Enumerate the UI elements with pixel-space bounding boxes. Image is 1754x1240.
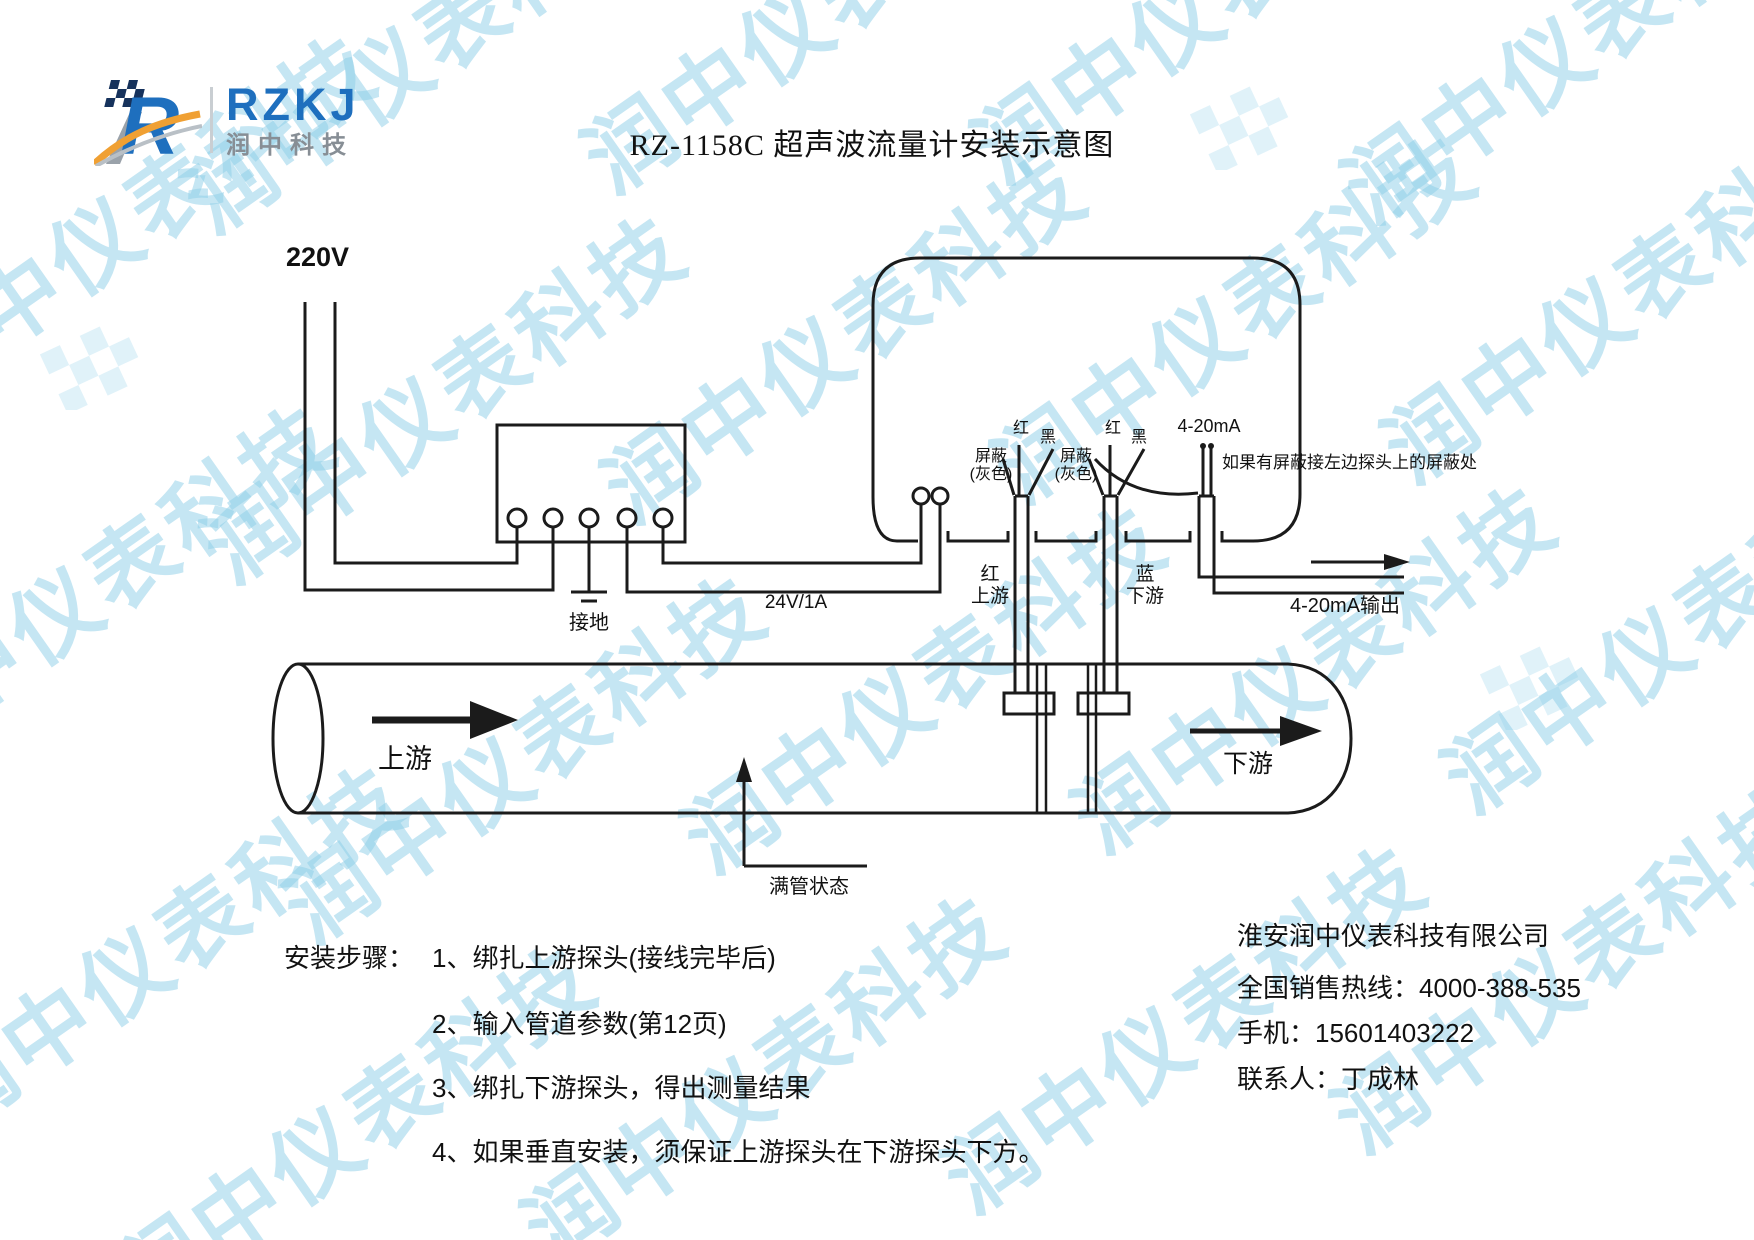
logo-icon: R <box>94 80 202 166</box>
probe1-clamp <box>1002 691 1056 716</box>
converter-box-bottom-seg <box>1034 531 1098 543</box>
probe2-lead-wires <box>1087 445 1146 496</box>
converter-box <box>871 256 1302 543</box>
pipe-body <box>298 662 1353 815</box>
probe1-shield-line1: 屏蔽 <box>974 448 1008 465</box>
probe2-clamp <box>1076 691 1131 716</box>
label-24v: 24V/1A <box>764 592 828 613</box>
label-ground: 接地 <box>569 612 609 634</box>
contact-person: 联系人：丁成林 <box>1237 1064 1420 1094</box>
cable2-color: 蓝 <box>1135 564 1155 585</box>
wire-24v-b <box>661 504 923 565</box>
label-cable2-blue-downstream: 蓝 下游 <box>1126 564 1164 608</box>
shield-jumper-curve <box>1093 457 1199 496</box>
converter-box-bottom-seg <box>946 531 1010 543</box>
label-probe2-black: 黑 <box>1130 429 1148 446</box>
label-probe1-black: 黑 <box>1039 429 1057 446</box>
logo-text-block: RZKJ 润中科技 <box>226 82 360 158</box>
label-420ma-output: 4-20mA输出 <box>1289 595 1401 617</box>
probe-straps <box>1035 664 1098 813</box>
probe1-lead-wires <box>1001 445 1055 496</box>
logo-divider <box>210 87 213 153</box>
converter-box-bottom-seg <box>1124 531 1192 543</box>
label-full-pipe-state: 满管状态 <box>769 876 849 898</box>
step-4: 4、如果垂直安装，须保证上游探头在下游探头下方。 <box>432 1137 1045 1167</box>
label-420ma: 4-20mA <box>1177 416 1241 436</box>
full-pipe-arrowhead <box>736 757 752 782</box>
label-probe2-shield: 屏蔽 (灰色) <box>1055 448 1098 485</box>
step-1: 1、绑扎上游探头(接线完毕后) <box>432 943 776 973</box>
output-wire-dots <box>1200 443 1214 449</box>
output-direction-arrowhead <box>1384 554 1410 570</box>
upstream-flow-arrowhead <box>470 701 518 739</box>
checkered-flag-icon <box>104 80 145 107</box>
wire-220v-live <box>333 302 519 565</box>
downstream-flow-arrowhead <box>1280 716 1322 746</box>
pipe-end-cap <box>271 662 325 815</box>
page-title: RZ-1158C 超声波流量计安装示意图 <box>629 129 1115 162</box>
full-pipe-callout-line <box>742 779 867 868</box>
probe2-shield-line1: 屏蔽 <box>1059 448 1093 465</box>
contact-hotline: 全国销售热线：4000-388-535 <box>1237 973 1581 1003</box>
wire-24v-a <box>625 504 942 594</box>
terminal-box <box>495 423 687 544</box>
probe1-cable <box>1013 494 1030 693</box>
label-cable1-red-upstream: 红 上游 <box>971 564 1009 608</box>
logo-brand: RZKJ <box>226 79 360 130</box>
cable1-color: 红 <box>980 564 1000 585</box>
converter-box-bottom-seg <box>1220 531 1254 543</box>
label-upstream: 上游 <box>378 744 432 774</box>
step-3: 3、绑扎下游探头，得出测量结果 <box>432 1073 811 1103</box>
cable1-direction: 上游 <box>970 585 1010 607</box>
contact-company: 淮安润中仪表科技有限公司 <box>1237 921 1550 951</box>
logo-company-cn: 润中科技 <box>226 132 354 159</box>
steps-title: 安装步骤： <box>284 943 415 973</box>
probe2-shield-line2: (灰色) <box>1054 466 1098 484</box>
output-stub-wires <box>1201 448 1213 496</box>
wire-220v-neutral <box>303 302 555 592</box>
logo: R RZKJ 润中科技 <box>94 74 360 166</box>
converter-box-bottom-left <box>871 496 918 543</box>
terminal-screws <box>506 507 674 529</box>
label-probe2-red: 红 <box>1104 420 1122 437</box>
step-2: 2、输入管道参数(第12页) <box>432 1009 727 1039</box>
label-220v: 220V <box>286 242 350 272</box>
label-downstream: 下游 <box>1222 750 1274 778</box>
label-shield-note: 如果有屏蔽接左边探头上的屏蔽处 <box>1222 453 1477 472</box>
ground-symbol <box>571 590 607 603</box>
probe2-cable <box>1102 494 1119 693</box>
cable2-direction: 下游 <box>1125 585 1165 607</box>
label-probe1-red: 红 <box>1012 420 1030 437</box>
contact-mobile: 手机：15601403222 <box>1237 1018 1475 1048</box>
logo-gray-swoosh <box>95 124 202 166</box>
probe1-shield-line2: (灰色) <box>969 466 1013 484</box>
converter-terminals <box>911 486 950 506</box>
output-cable <box>1197 494 1404 595</box>
label-probe1-shield: 屏蔽 (灰色) <box>970 448 1013 485</box>
logo-orange-swoosh <box>94 110 201 166</box>
